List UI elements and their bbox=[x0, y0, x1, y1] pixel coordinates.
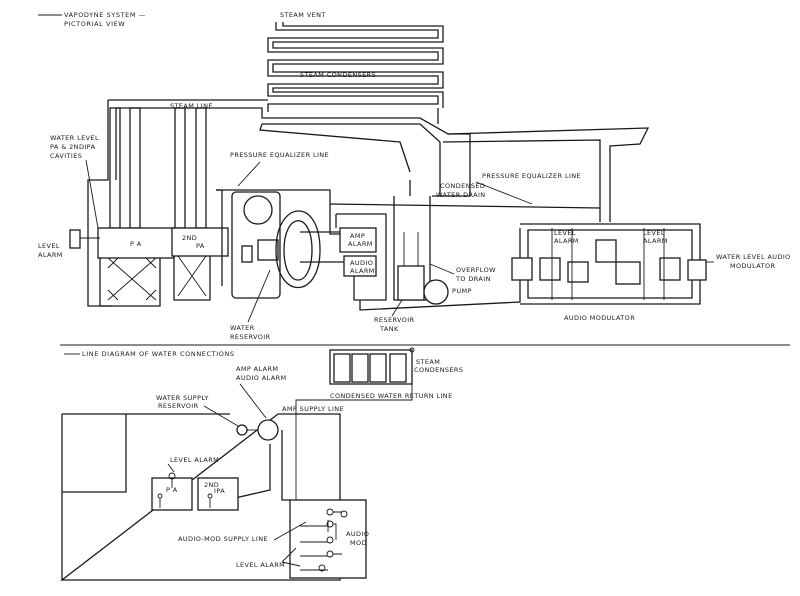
water-level-label-2: PA & 2NDIPA bbox=[50, 143, 96, 151]
pressure-equalizer-label-left: PRESSURE EQUALIZER LINE bbox=[230, 151, 329, 159]
condensed-water-label-1: CONDENSED bbox=[440, 182, 485, 190]
steam-condensers-coil bbox=[267, 22, 444, 112]
line-diagram-title: LINE DIAGRAM OF WATER CONNECTIONS bbox=[82, 350, 235, 358]
audio-modulator-label: AUDIO MODULATOR bbox=[564, 314, 635, 322]
line-level-alarm-bottom-label: LEVEL ALARM bbox=[236, 561, 285, 569]
second-pa-label-1: 2ND bbox=[182, 234, 197, 242]
amp-alarm-unit bbox=[300, 213, 387, 301]
steam-condensers-label: STEAM CONDENSERS bbox=[300, 71, 376, 79]
overflow-label-1: OVERFLOW bbox=[456, 266, 496, 274]
pa-label: P A bbox=[130, 240, 142, 248]
water-reservoir-label-1: WATER bbox=[230, 324, 255, 332]
level-alarm-b-label-2: ALARM bbox=[643, 237, 668, 245]
line-audio-mod-box bbox=[289, 499, 367, 579]
pressure-equalizer-label-right: PRESSURE EQUALIZER LINE bbox=[482, 172, 581, 180]
line-amp-alarm-label: AMP ALARM bbox=[236, 365, 278, 373]
level-alarm-a-label-2: ALARM bbox=[554, 237, 579, 245]
amp-alarm-label-1: AMP bbox=[350, 232, 365, 240]
line-pa-label: P A bbox=[166, 486, 178, 494]
pa-cavity bbox=[97, 107, 175, 307]
water-supply-reservoir-icon bbox=[236, 424, 248, 436]
amp-supply-label: AMP SUPPLY LINE bbox=[282, 405, 344, 413]
left-level-alarm-label-1: LEVEL bbox=[38, 242, 60, 250]
second-pa-cavity bbox=[171, 107, 229, 301]
line-audio-mod-label-1: AUDIO bbox=[346, 530, 369, 538]
line-diagram-frame bbox=[60, 413, 341, 581]
water-level-label-1: WATER LEVEL bbox=[50, 134, 99, 142]
water-supply-label-2: RESERVOIR bbox=[158, 402, 199, 410]
line-steam-condensers bbox=[295, 347, 415, 500]
steam-line-label: STEAM LINE bbox=[170, 102, 213, 110]
pump-label: PUMP bbox=[452, 287, 472, 295]
steam-line-pipes bbox=[87, 99, 650, 307]
line-second-pa-label-1: 2ND bbox=[204, 481, 219, 489]
water-level-label-3: CAVITIES bbox=[50, 152, 82, 160]
water-reservoir bbox=[231, 191, 321, 299]
water-reservoir-label-2: RESERVOIR bbox=[230, 333, 271, 341]
audio-mod-supply-label: AUDIO-MOD SUPPLY LINE bbox=[178, 535, 268, 543]
line-level-alarm-label: LEVEL ALARM bbox=[170, 456, 219, 464]
line-second-pa-label-2: IPA bbox=[214, 487, 225, 495]
pictorial-title-line1: VAPODYNE SYSTEM — bbox=[64, 11, 146, 19]
line-steam-label-2: CONDENSERS bbox=[414, 366, 463, 374]
reservoir-tank-label-1: RESERVOIR bbox=[374, 316, 415, 324]
overflow-label-2: TO DRAIN bbox=[455, 275, 491, 283]
line-audio-alarm-label: AUDIO ALARM bbox=[236, 374, 287, 382]
level-alarm-a-label-1: LEVEL bbox=[554, 229, 576, 237]
line-audio-mod-label-2: MOD bbox=[350, 539, 367, 547]
condensed-return-label: CONDENSED WATER RETURN LINE bbox=[330, 392, 453, 400]
left-level-alarm-unit bbox=[69, 229, 81, 249]
water-level-audio-label-1: WATER LEVEL AUDIO bbox=[716, 253, 791, 261]
left-level-alarm-label-2: ALARM bbox=[38, 251, 63, 259]
condensed-water-label-2: WATER DRAIN bbox=[436, 191, 486, 199]
audio-alarm-label-2: ALARM bbox=[350, 267, 375, 275]
amp-alarm-tank-icon bbox=[257, 419, 279, 441]
level-alarm-b-label-1: LEVEL bbox=[643, 229, 665, 237]
line-diagram: LINE DIAGRAM OF WATER CONNECTIONS STEAM … bbox=[60, 347, 463, 581]
amp-alarm-label-2: ALARM bbox=[348, 240, 373, 248]
pictorial-title-line2: PICTORIAL VIEW bbox=[64, 20, 125, 28]
pump-icon bbox=[423, 279, 449, 305]
second-pa-label-2: PA bbox=[196, 242, 205, 250]
reservoir-tank-label-2: TANK bbox=[379, 325, 399, 333]
reservoir-tank bbox=[393, 180, 431, 301]
pictorial-view: VAPODYNE SYSTEM — PICTORIAL VIEW STEAM V… bbox=[38, 11, 791, 341]
water-level-audio-label-2: MODULATOR bbox=[730, 262, 775, 270]
audio-modulator-assembly bbox=[511, 223, 707, 305]
steam-vent-label: STEAM VENT bbox=[280, 11, 326, 19]
water-supply-label-1: WATER SUPPLY bbox=[156, 394, 209, 402]
line-steam-label-1: STEAM bbox=[416, 358, 440, 366]
audio-alarm-label-1: AUDIO bbox=[350, 259, 373, 267]
line-pa-boxes bbox=[151, 472, 239, 511]
